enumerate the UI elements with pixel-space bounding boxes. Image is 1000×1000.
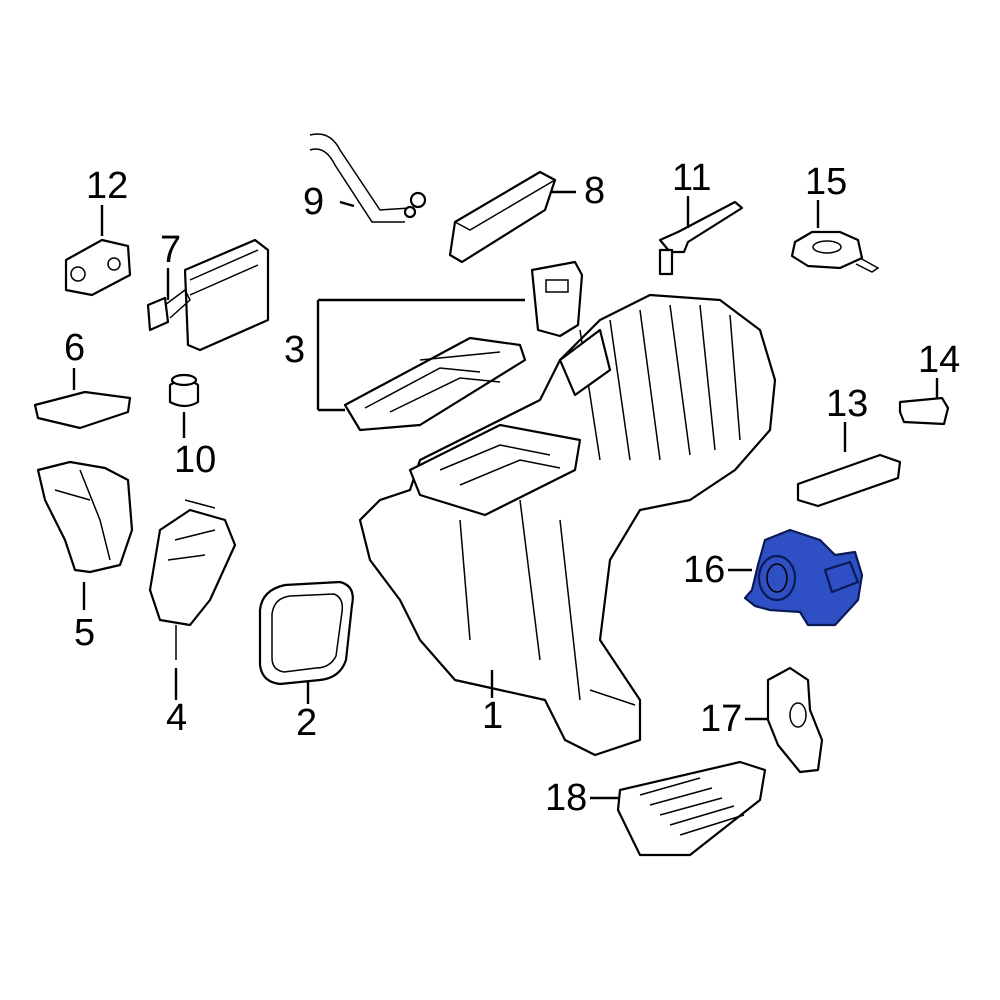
part-9-lines <box>309 133 427 223</box>
part-8-filter <box>448 170 557 264</box>
part-12-valve <box>64 238 132 297</box>
callout-7: 7 <box>160 229 181 271</box>
part-3-seals <box>343 260 584 432</box>
callout-18: 18 <box>545 777 587 819</box>
part-13-filter <box>796 453 902 508</box>
part-18-heater-core <box>616 760 767 857</box>
part-11-sensor <box>658 200 744 276</box>
leader-arrows <box>72 190 939 800</box>
callout-14: 14 <box>918 339 960 381</box>
callout-3: 3 <box>284 329 305 371</box>
callout-10: 10 <box>174 439 216 481</box>
callout-15: 15 <box>805 161 847 203</box>
callout-2: 2 <box>296 702 317 744</box>
callout-16[interactable]: 16 <box>683 549 725 591</box>
callout-13: 13 <box>826 383 868 425</box>
part-17-bracket <box>766 666 824 774</box>
callout-4: 4 <box>166 697 187 739</box>
callout-17: 17 <box>700 698 742 740</box>
callout-1: 1 <box>482 695 503 737</box>
part-4-actuator <box>148 499 237 660</box>
part-7-evaporator <box>146 238 270 352</box>
callout-6: 6 <box>64 327 85 369</box>
part-15-retainer <box>790 230 880 273</box>
part-10-grommet <box>168 373 200 408</box>
callouts: 1 2 3 4 5 6 7 8 9 10 11 12 13 14 15 16 1… <box>64 157 960 819</box>
callout-11: 11 <box>672 157 711 199</box>
callout-5: 5 <box>74 612 95 654</box>
part-14-block <box>898 396 950 426</box>
callout-9: 9 <box>303 181 324 223</box>
part-6-seal <box>33 390 132 430</box>
part-2-gasket <box>258 580 354 686</box>
part-5-duct <box>36 460 134 574</box>
callout-8: 8 <box>584 170 605 212</box>
part-16-blower-motor[interactable] <box>743 528 864 627</box>
part-1-hvac-housing <box>358 293 777 757</box>
callout-12: 12 <box>86 165 128 207</box>
